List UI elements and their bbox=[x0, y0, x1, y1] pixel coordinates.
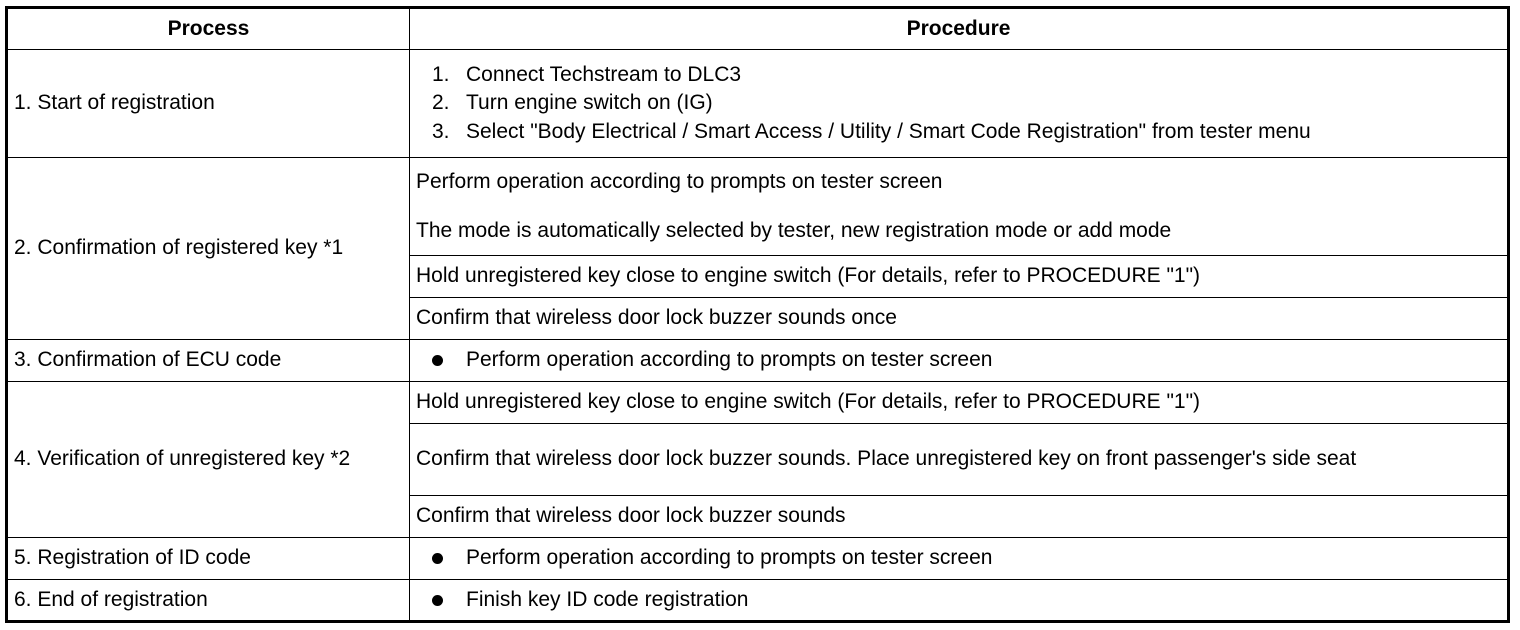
process-cell: 3. Confirmation of ECU code bbox=[6, 339, 410, 382]
bullet-text: Finish key ID code registration bbox=[466, 587, 749, 611]
list-item: 1. Connect Techstream to DLC3 bbox=[432, 61, 1501, 89]
procedure-cell: Confirm that wireless door lock buzzer s… bbox=[409, 423, 1509, 496]
table-row: 5. Registration of ID code Perform opera… bbox=[6, 537, 1509, 580]
step-list: 1. Connect Techstream to DLC3 2. Turn en… bbox=[416, 61, 1501, 146]
table-row: 6. End of registration Finish key ID cod… bbox=[6, 579, 1509, 622]
procedure-cell: Hold unregistered key close to engine sw… bbox=[409, 381, 1509, 424]
procedure-cell: Finish key ID code registration bbox=[409, 579, 1509, 622]
table-row: 3. Confirmation of ECU code Perform oper… bbox=[6, 339, 1509, 382]
table-row: 1. Start of registration 1. Connect Tech… bbox=[6, 49, 1509, 158]
bullet-text: Perform operation according to prompts o… bbox=[466, 546, 993, 570]
table-header-row: Process Procedure bbox=[6, 7, 1509, 50]
registration-procedure-table: Process Procedure 1. Start of registrati… bbox=[5, 6, 1510, 623]
process-cell: 4. Verification of unregistered key *2 bbox=[6, 381, 410, 538]
procedure-cell: Perform operation according to prompts o… bbox=[409, 537, 1509, 580]
procedure-cell: 1. Connect Techstream to DLC3 2. Turn en… bbox=[409, 49, 1509, 158]
table-row: 2. Confirmation of registered key *1 Per… bbox=[6, 157, 1509, 340]
step-number: 1. bbox=[432, 63, 450, 87]
process-cell: 1. Start of registration bbox=[6, 49, 410, 158]
list-item: 2. Turn engine switch on (IG) bbox=[432, 89, 1501, 117]
bullet-icon bbox=[432, 347, 466, 373]
table-row: Confirm that wireless door lock buzzer s… bbox=[7, 423, 1509, 496]
process-cell: 2. Confirmation of registered key *1 bbox=[6, 157, 410, 340]
procedure-text: Perform operation according to prompts o… bbox=[416, 170, 943, 194]
procedure-cell: Hold unregistered key close to engine sw… bbox=[409, 255, 1509, 298]
process-cell: 6. End of registration bbox=[6, 579, 410, 622]
list-item: 3. Select "Body Electrical / Smart Acces… bbox=[432, 118, 1501, 146]
table-row: 4. Verification of unregistered key *2 H… bbox=[6, 381, 1509, 538]
bullet-text: Perform operation according to prompts o… bbox=[466, 348, 993, 372]
bullet-item: Perform operation according to prompts o… bbox=[416, 545, 1501, 571]
header-process: Process bbox=[6, 7, 410, 50]
bullet-item: Finish key ID code registration bbox=[416, 587, 1501, 613]
step-number: 2. bbox=[432, 91, 450, 115]
bullet-icon bbox=[432, 545, 466, 571]
procedure-cell: Perform operation according to prompts o… bbox=[409, 339, 1509, 382]
step-number: 3. bbox=[432, 119, 450, 143]
step-text: Turn engine switch on (IG) bbox=[466, 91, 713, 115]
procedure-note: The mode is automatically selected by te… bbox=[416, 218, 1172, 242]
procedure-cell: Perform operation according to prompts o… bbox=[409, 157, 1509, 256]
procedure-cell: Confirm that wireless door lock buzzer s… bbox=[409, 297, 1509, 340]
procedure-cell: Confirm that wireless door lock buzzer s… bbox=[409, 495, 1509, 538]
bullet-item: Perform operation according to prompts o… bbox=[416, 347, 1501, 373]
bullet-icon bbox=[432, 587, 466, 613]
header-procedure: Procedure bbox=[409, 7, 1509, 50]
table-row: Confirm that wireless door lock buzzer s… bbox=[7, 297, 1509, 340]
step-text: Connect Techstream to DLC3 bbox=[466, 63, 742, 87]
process-cell: 5. Registration of ID code bbox=[6, 537, 410, 580]
table-row: Confirm that wireless door lock buzzer s… bbox=[7, 495, 1509, 538]
table-row: Hold unregistered key close to engine sw… bbox=[7, 255, 1509, 298]
step-text: Select "Body Electrical / Smart Access /… bbox=[466, 119, 1311, 143]
